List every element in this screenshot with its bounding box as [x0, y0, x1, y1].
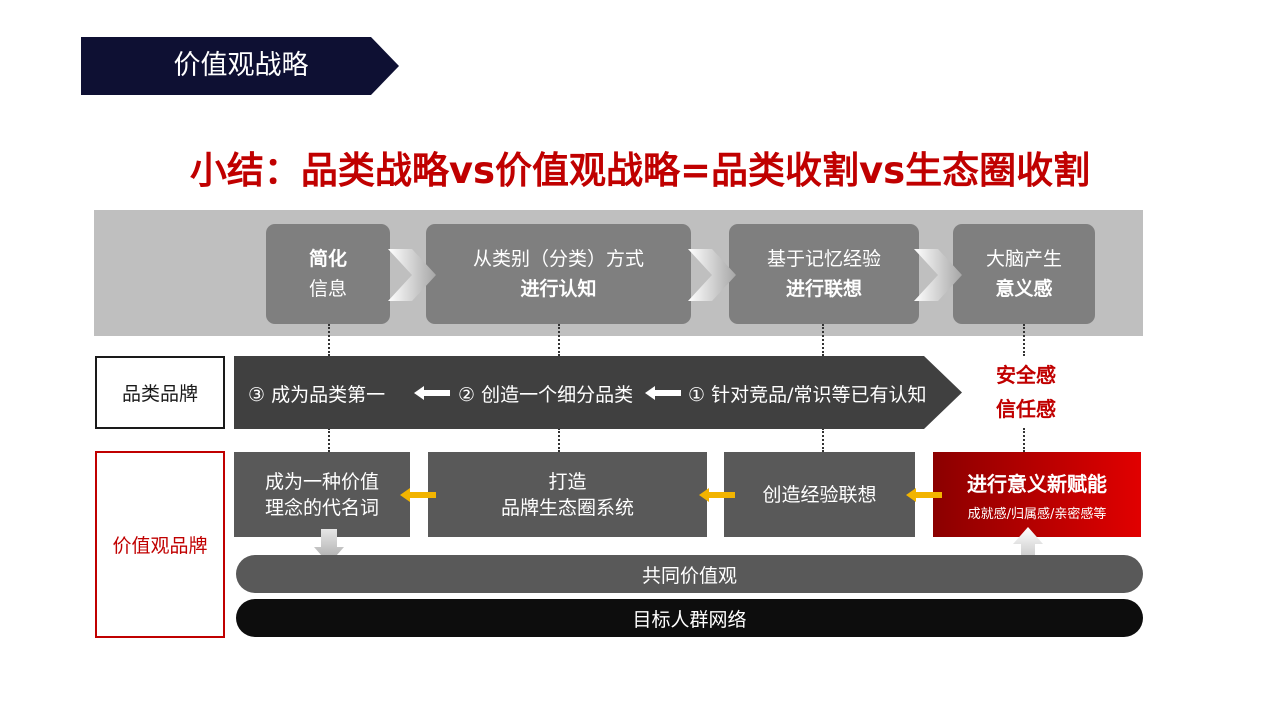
process-step-2-line2: 进行认知: [520, 278, 597, 300]
category-step-2: ② 创造一个细分品类: [458, 384, 634, 406]
value-box-3-text: 创造经验联想: [762, 483, 877, 506]
category-step-3: ③ 成为品类第一: [248, 384, 386, 406]
arrow-left-icon: [645, 386, 681, 400]
value-box-4: 进行意义新赋能 成就感/归属感/亲密感等: [933, 452, 1141, 537]
connector-line: [328, 324, 330, 356]
connector-line: [822, 428, 824, 452]
connector-line: [558, 428, 560, 452]
value-box-2-line2: 品牌生态圈系统: [500, 496, 634, 519]
process-step-4-line2: 意义感: [995, 278, 1053, 300]
process-step-4-line1: 大脑产生: [985, 248, 1062, 270]
connector-line: [558, 324, 560, 356]
connector-line: [1023, 428, 1025, 452]
chevron-right-icon: [914, 249, 962, 301]
outcome-trust: 信任感: [996, 397, 1056, 421]
category-step-1: ① 针对竞品/常识等已有认知: [688, 384, 927, 406]
arrow-left-icon: [400, 488, 436, 502]
outcome-safety: 安全感: [996, 363, 1056, 387]
connector-line: [822, 324, 824, 356]
category-arrow-shape: [234, 356, 962, 429]
process-step-1-line1: 简化: [308, 248, 347, 270]
value-box-2-line1: 打造: [548, 470, 587, 493]
process-step-3: 基于记忆经验 进行联想: [729, 224, 919, 324]
category-brand-label: 品类品牌: [95, 356, 225, 429]
process-step-2: 从类别（分类）方式 进行认知: [426, 224, 691, 324]
value-box-4-title: 进行意义新赋能: [967, 471, 1107, 496]
process-step-3-line2: 进行联想: [785, 278, 862, 300]
chevron-right-icon: [688, 249, 736, 301]
value-box-4-subtitle: 成就感/归属感/亲密感等: [967, 506, 1107, 522]
arrow-up-icon: [1013, 527, 1043, 564]
value-box-1-line2: 理念的代名词: [264, 496, 379, 519]
process-step-1: 简化 信息: [266, 224, 390, 324]
section-tag-title: 价值观战略: [173, 50, 309, 81]
section-tag-shape: [81, 37, 399, 95]
chevron-right-icon: [388, 249, 436, 301]
value-box-1: 成为一种价值 理念的代名词: [234, 452, 410, 537]
arrow-left-icon: [699, 488, 735, 502]
category-outcome: 安全感 信任感: [968, 357, 1084, 427]
target-network-bar: 目标人群网络: [236, 599, 1143, 637]
arrow-left-icon: [906, 488, 942, 502]
shared-values-bar: 共同价值观: [236, 555, 1143, 593]
section-tag: 价值观战略: [81, 37, 401, 95]
value-box-2: 打造 品牌生态圈系统: [428, 452, 707, 537]
process-step-2-line1: 从类别（分类）方式: [472, 248, 644, 270]
value-brand-label: 价值观品牌: [95, 451, 225, 638]
connector-line: [1023, 324, 1025, 356]
process-step-1-line2: 信息: [308, 278, 347, 300]
value-box-1-line1: 成为一种价值: [264, 470, 379, 493]
value-box-3: 创造经验联想: [724, 452, 915, 537]
process-step-3-line1: 基于记忆经验: [766, 248, 881, 270]
arrow-left-icon: [414, 386, 450, 400]
process-step-4: 大脑产生 意义感: [953, 224, 1095, 324]
connector-line: [328, 428, 330, 452]
page-title: 小结：品类战略vs价值观战略=品类收割vs生态圈收割: [189, 149, 1091, 192]
